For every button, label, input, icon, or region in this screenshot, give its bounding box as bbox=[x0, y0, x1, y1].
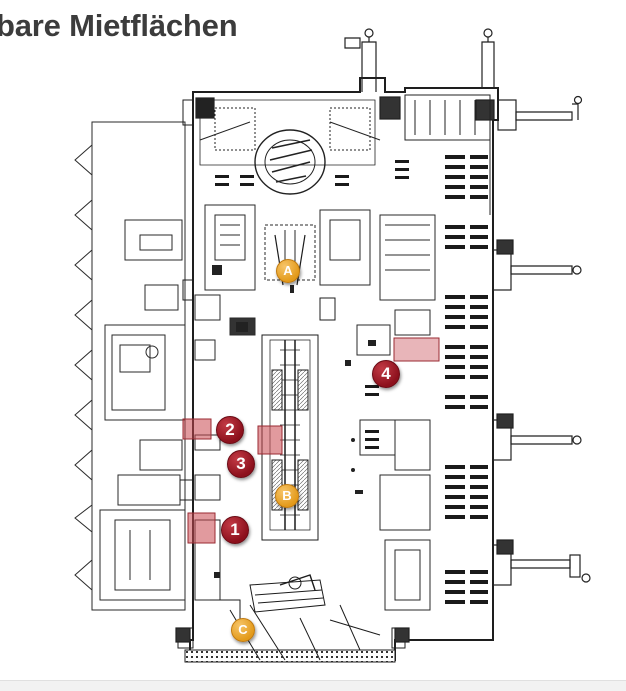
left-annex bbox=[74, 121, 186, 611]
zone-marker-a[interactable]: A bbox=[276, 259, 300, 283]
zone-marker-b[interactable]: B bbox=[275, 484, 299, 508]
rental-area-2 bbox=[182, 418, 212, 440]
rental-marker-2[interactable]: 2 bbox=[216, 416, 244, 444]
gate-seating bbox=[215, 155, 488, 604]
entrance-area bbox=[210, 574, 381, 661]
zone-marker-c[interactable]: C bbox=[231, 618, 255, 642]
central-plaza bbox=[199, 94, 491, 195]
page-title: bare Mietflächen bbox=[0, 8, 238, 43]
rental-area-1 bbox=[187, 512, 216, 544]
rental-highlights bbox=[182, 337, 440, 544]
bottom-strip bbox=[0, 680, 626, 691]
rental-marker-1[interactable]: 1 bbox=[221, 516, 249, 544]
rental-marker-3[interactable]: 3 bbox=[227, 450, 255, 478]
rental-area-3 bbox=[257, 425, 283, 455]
fixtures bbox=[212, 265, 376, 578]
jet-bridges bbox=[175, 28, 591, 643]
rental-marker-4[interactable]: 4 bbox=[372, 360, 400, 388]
rental-area-4 bbox=[393, 337, 440, 362]
